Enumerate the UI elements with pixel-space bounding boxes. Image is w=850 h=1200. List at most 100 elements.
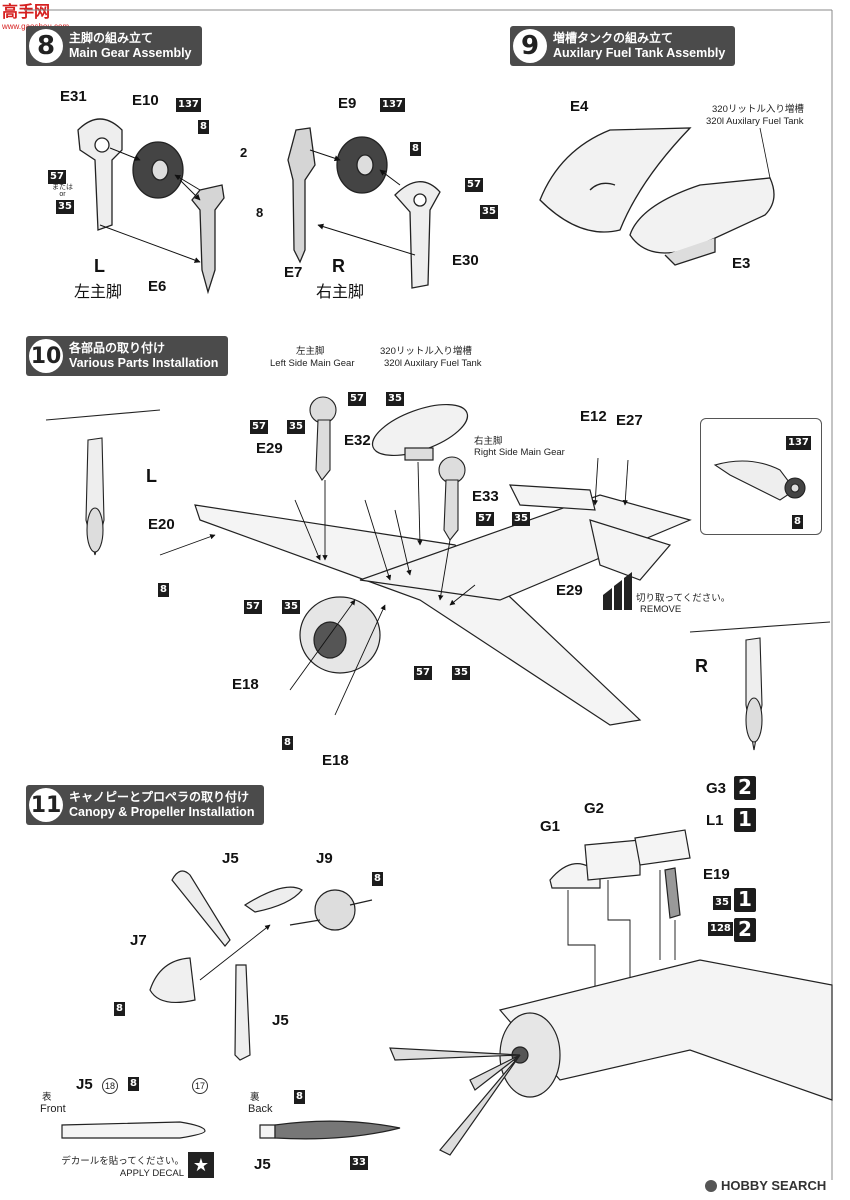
step8-title-ja: 主脚の組み立て	[69, 31, 154, 45]
step9-header: 9 増槽タンクの組み立て Auxilary Fuel Tank Assembly	[510, 26, 736, 66]
part-label-e4: E4	[570, 98, 589, 115]
part-label-j5-bottom: J5	[272, 1012, 289, 1029]
tailwheel-inset-drawing	[713, 460, 806, 501]
left-gear-label-ja: 左主脚	[296, 346, 325, 357]
step8-title-en: Main Gear Assembly	[69, 46, 192, 60]
part-label-j5-front: J5	[76, 1076, 93, 1093]
hobby-search-brand: HOBBY SEARCH	[721, 1178, 827, 1193]
step11-title-ja: キャノピーとプロペラの取り付け	[69, 790, 250, 804]
part-number-2: 2	[240, 145, 248, 160]
part-label-e32: E32	[344, 432, 371, 449]
paint-8-front: 8	[128, 1077, 139, 1091]
back-label-en: Back	[248, 1103, 273, 1115]
fuel-tank-half-e3	[629, 177, 775, 266]
part-label-l1: L1	[706, 812, 724, 829]
left-gear-label-en: Left Side Main Gear	[270, 358, 355, 369]
front-label-ja: 表	[42, 1092, 52, 1103]
step11-title-en: Canopy & Propeller Installation	[69, 805, 255, 819]
part-label-e10: E10	[132, 92, 159, 109]
paint-57-e: 57	[414, 666, 432, 680]
paint-35-e: 35	[452, 666, 470, 680]
paint-code-35b: 35	[480, 205, 498, 219]
canopy-parts	[549, 829, 691, 919]
part-label-e29-a: E29	[256, 440, 283, 457]
part-label-e12: E12	[580, 408, 607, 425]
step10-number: 10	[29, 339, 63, 373]
propeller-blades-j5	[171, 870, 303, 1061]
part-label-g3: G3	[706, 780, 727, 797]
paint-8-j7: 8	[114, 1002, 125, 1016]
step8-number: 8	[29, 29, 63, 63]
paint-8-e18: 8	[282, 736, 293, 750]
paint-8-e20: 8	[158, 583, 169, 597]
tank-label-en-10: 320l Auxilary Fuel Tank	[384, 358, 482, 369]
part-label-j5-top: J5	[222, 850, 239, 867]
remove-symbol-icon	[603, 572, 632, 610]
right-wheel-e9	[336, 136, 388, 194]
part-label-e30: E30	[452, 252, 479, 269]
paint-code-137b: 137	[380, 98, 405, 112]
decal-front-blade	[61, 1121, 206, 1139]
part-label-e31: E31	[60, 88, 87, 105]
part-label-j9: J9	[316, 850, 333, 867]
right-side-letter: R	[695, 656, 708, 676]
part-label-e27: E27	[616, 412, 643, 429]
fuselage-drawing-step11	[389, 959, 833, 1156]
front-label-en: Front	[40, 1103, 66, 1115]
paint-35-c: 35	[512, 512, 530, 526]
paint-code-57b: 57	[465, 178, 483, 192]
paint-57-b: 57	[348, 392, 366, 406]
paint-code-35: 35	[56, 200, 74, 214]
remove-note-ja: 切り取ってください。	[636, 593, 731, 604]
step10-header: 10 各部品の取り付け Various Parts Installation	[26, 336, 229, 376]
clear-part-marker-g3: 2	[734, 776, 756, 800]
paint-128-e19: 128	[708, 922, 733, 936]
paint-57-c: 57	[476, 512, 494, 526]
paint-code-8b: 8	[410, 142, 421, 156]
part-label-j5-back: J5	[254, 1156, 271, 1173]
step9-number: 9	[513, 29, 547, 63]
step11-number: 11	[29, 788, 63, 822]
clear-part-marker-l1: 1	[734, 808, 756, 832]
paint-57-a: 57	[250, 420, 268, 434]
aircraft-body	[194, 484, 692, 726]
clear-part-marker-e19-2: 2	[734, 918, 756, 942]
tailwheel-inset	[700, 418, 822, 535]
step10-title-ja: 各部品の取り付け	[69, 341, 166, 355]
back-label-ja: 裏	[250, 1092, 260, 1103]
paint-8-back: 8	[294, 1090, 305, 1104]
step9-title-ja: 増槽タンクの組み立て	[553, 31, 674, 45]
watermark-site-name: 高手网	[2, 4, 51, 21]
left-main-gear-part	[309, 396, 337, 481]
part-label-e29-b: E29	[556, 582, 583, 599]
part-label-e20: E20	[148, 516, 175, 533]
drop-tank-part	[371, 403, 469, 461]
right-main-gear-ja: 右主脚	[316, 284, 365, 301]
remove-note-en: REMOVE	[640, 604, 682, 615]
hobby-search-logo-icon	[705, 1179, 717, 1192]
part-label-e9: E9	[338, 95, 357, 112]
fuel-tank-half-e4	[539, 127, 692, 233]
step8-header: 8 主脚の組み立て Main Gear Assembly	[26, 26, 202, 66]
paint-code-57: 57	[48, 170, 66, 184]
paint-57-d: 57	[244, 600, 262, 614]
paint-code-137: 137	[176, 98, 201, 112]
paint-8-tail: 8	[792, 515, 803, 529]
step9-title-en: Auxilary Fuel Tank Assembly	[553, 46, 726, 60]
left-wheel-e10	[132, 141, 184, 199]
spinner-j7	[149, 957, 196, 1003]
part-label-e18-b: E18	[322, 752, 349, 769]
tank-label-ja: 320リットル入り増槽	[712, 104, 804, 115]
clear-part-marker-e19-1: 1	[734, 888, 756, 912]
right-label: R	[332, 256, 345, 276]
left-strut-e6	[191, 184, 225, 295]
apply-decal-en: APPLY DECAL	[119, 1168, 184, 1179]
paint-35-a: 35	[287, 420, 305, 434]
paint-35-b: 35	[386, 392, 404, 406]
paint-137-tail: 137	[786, 436, 811, 450]
step11-header: 11 キャノピーとプロペラの取り付け Canopy & Propeller In…	[26, 785, 265, 825]
star-decal-icon: ★	[188, 1152, 214, 1178]
left-gear-cover-e31	[77, 118, 123, 231]
part-label-g1: G1	[540, 818, 561, 835]
